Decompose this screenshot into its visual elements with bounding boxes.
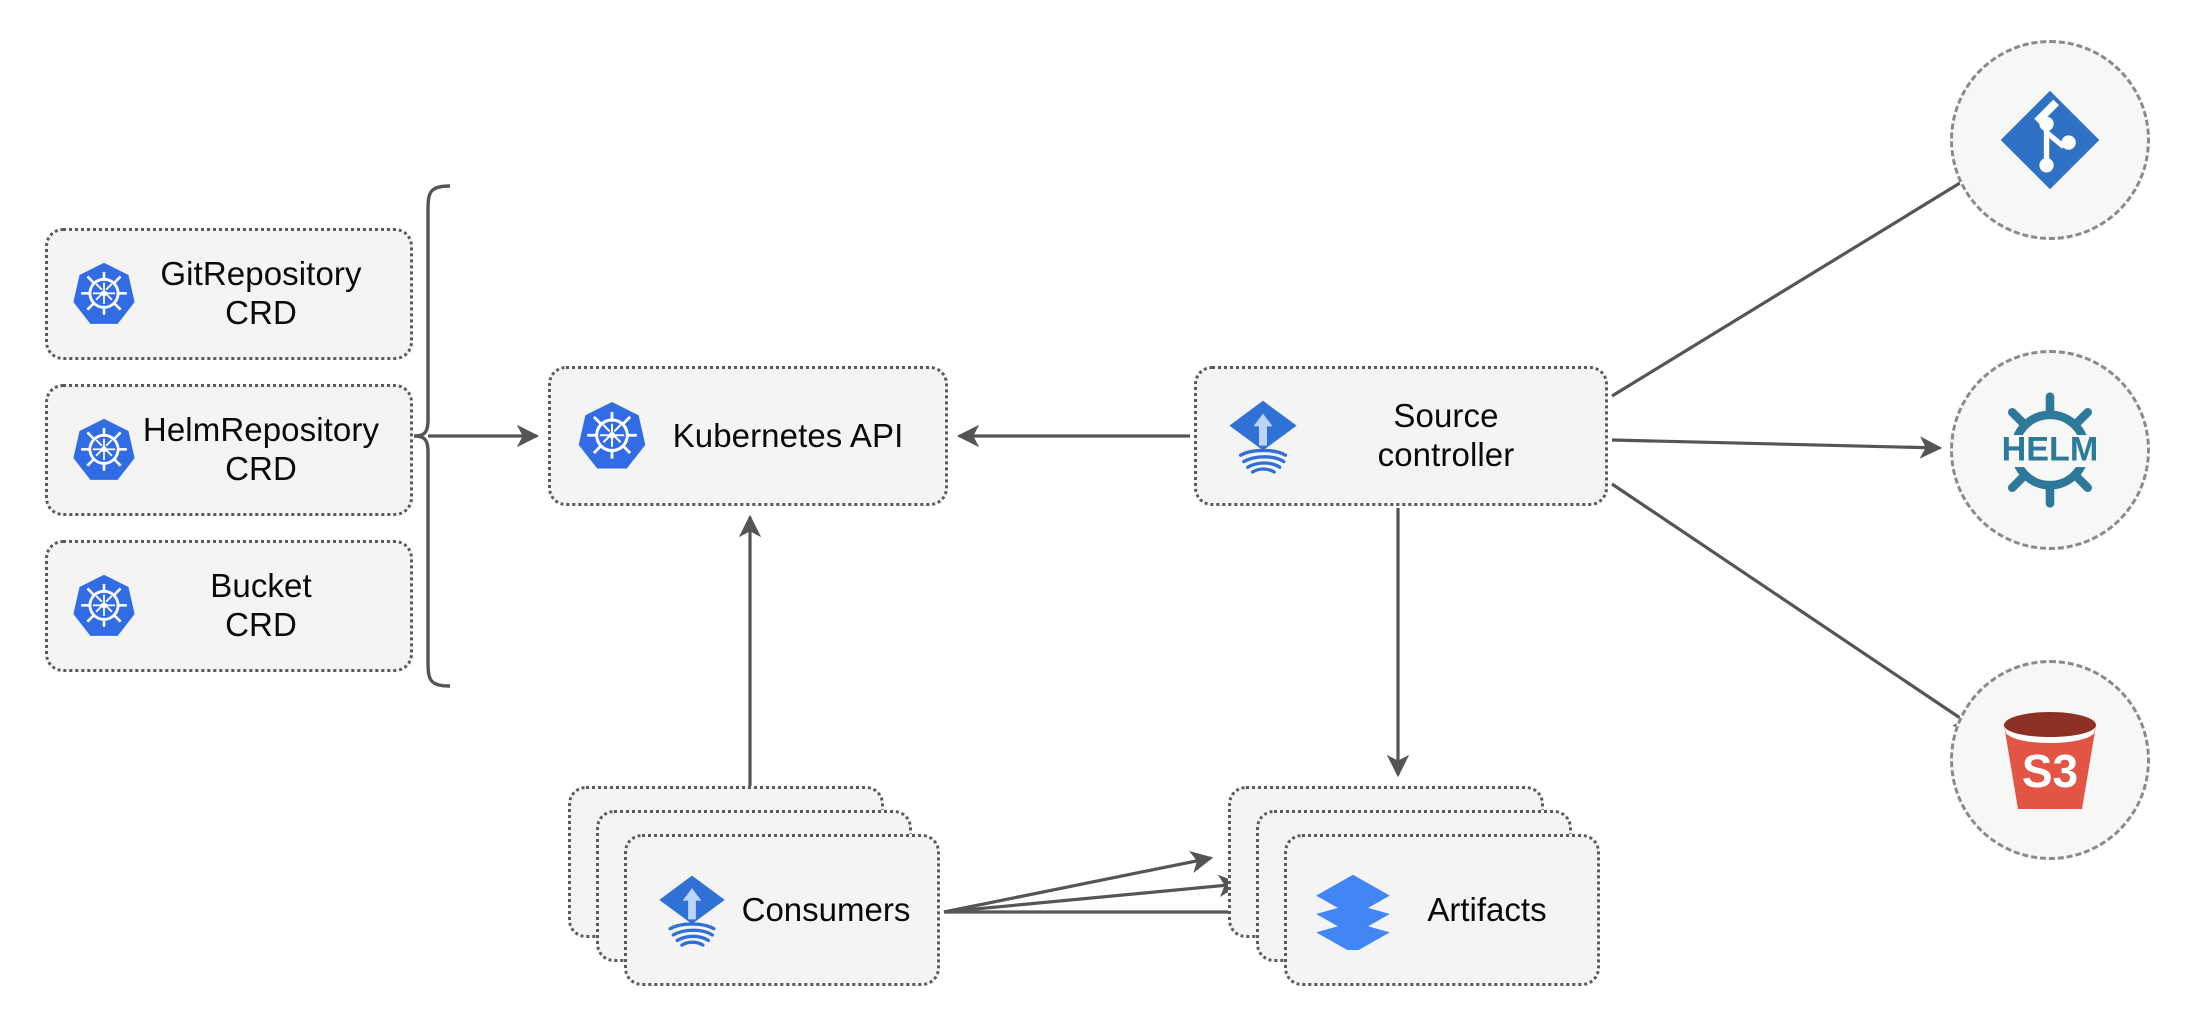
s3-label: S3 <box>2022 745 2078 797</box>
edge-consumers-to-artifacts-2 <box>943 874 1242 914</box>
node-label: Consumers <box>741 891 911 928</box>
node-source-controller[interactable]: Source controller <box>1194 366 1608 506</box>
artifacts-layer-front[interactable]: Artifacts <box>1284 834 1600 986</box>
consumers-layer-front[interactable]: Consumers <box>624 834 940 986</box>
crd-label: Bucket CRD <box>210 567 312 643</box>
crd-label: GitRepository CRD <box>160 255 362 331</box>
crd-box-helmrepository[interactable]: HelmRepository CRD <box>45 384 413 516</box>
kubernetes-icon <box>73 262 135 324</box>
edge-source-controller-to-git <box>1611 170 1980 398</box>
node-label: Artifacts <box>1427 891 1547 928</box>
crd-label: HelmRepository CRD <box>142 411 380 487</box>
kubernetes-icon <box>73 574 135 636</box>
crd-box-gitrepository[interactable]: GitRepository CRD <box>45 228 413 360</box>
helm-icon: HELM <box>1992 392 2108 508</box>
node-label: Source controller <box>1377 397 1515 473</box>
edge-source-controller-to-helm <box>1611 436 1943 459</box>
external-target-helm[interactable]: HELM <box>1950 350 2150 550</box>
node-kubernetes-api[interactable]: Kubernetes API <box>548 366 948 506</box>
git-icon <box>2000 90 2100 190</box>
kubernetes-icon <box>73 418 135 480</box>
node-artifacts[interactable]: Artifacts <box>1228 786 1600 986</box>
external-target-git[interactable] <box>1950 40 2150 240</box>
crd-group-bracket <box>413 184 451 688</box>
external-target-s3[interactable]: S3 <box>1950 660 2150 860</box>
node-label: Kubernetes API <box>672 416 904 454</box>
crd-box-bucket[interactable]: Bucket CRD <box>45 540 413 672</box>
node-consumers[interactable]: Consumers <box>568 786 940 986</box>
kubernetes-icon <box>578 401 646 469</box>
layers-icon <box>1316 874 1390 950</box>
flux-icon <box>659 875 725 947</box>
flux-icon <box>1229 400 1297 474</box>
edge-source-controller-to-s3 <box>1611 482 1977 730</box>
edge-consumers-to-artifacts-1 <box>943 851 1214 914</box>
helm-label: HELM <box>2002 431 2099 469</box>
s3-icon: S3 <box>2004 712 2096 809</box>
